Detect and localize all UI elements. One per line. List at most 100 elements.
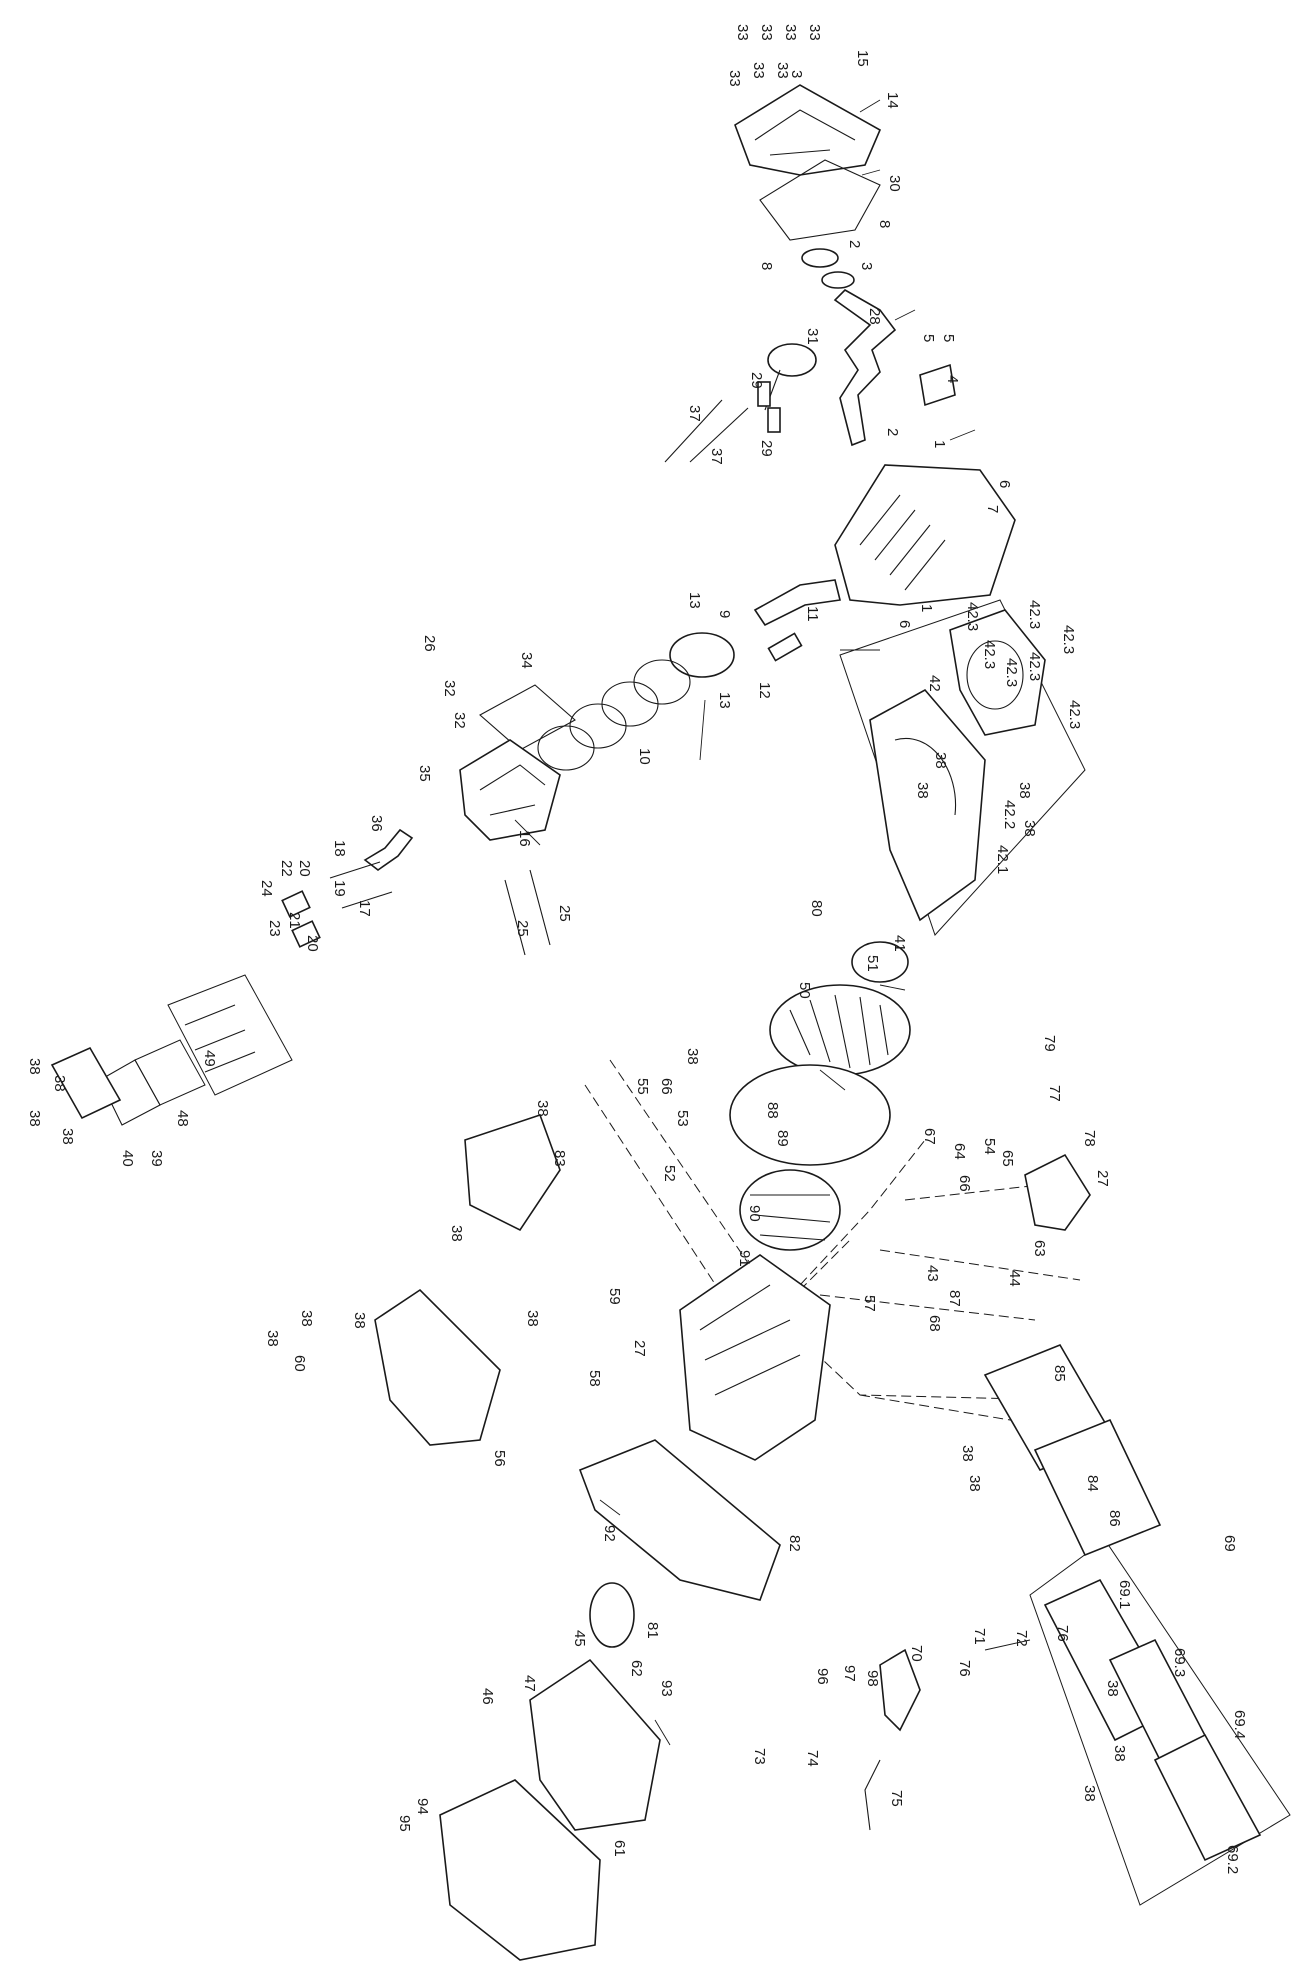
callout-label: 84 — [1084, 1475, 1101, 1492]
callout-label: 38 — [59, 1128, 76, 1145]
cam-gear — [767, 343, 817, 377]
callout-label: 88 — [764, 1102, 781, 1119]
callout-label: 96 — [814, 1668, 831, 1685]
callout-label: 79 — [1041, 1035, 1058, 1052]
callout-label: 38 — [932, 752, 949, 769]
leader-line — [654, 1719, 671, 1746]
side-shroud — [374, 1288, 501, 1446]
piston-ring-3 — [569, 703, 627, 749]
callout-label: 63 — [1031, 1240, 1048, 1257]
callout-label: 29 — [758, 440, 775, 457]
callout-label: 49 — [201, 1050, 218, 1067]
flywheel-fan-blades — [789, 994, 889, 1069]
callout-label: 42.3 — [1003, 658, 1020, 687]
callout-label: 1 — [931, 440, 948, 448]
leader-line — [861, 169, 881, 176]
callout-label: 46 — [479, 1688, 496, 1705]
callout-label: 11 — [804, 606, 821, 622]
piston-ring-1 — [633, 659, 691, 705]
assembly-line-8 — [904, 1184, 1041, 1201]
callout-label: 41 — [891, 935, 908, 952]
callout-label: 2 — [846, 240, 863, 248]
callout-label: 89 — [774, 1130, 791, 1147]
callout-label: 33 — [782, 24, 799, 41]
group-box-48 — [134, 1039, 206, 1106]
callout-label: 10 — [636, 748, 653, 765]
callout-label: 53 — [674, 1110, 691, 1127]
crankcase-cover-detail — [754, 109, 856, 156]
callout-label: 2 — [884, 428, 901, 436]
callout-label: 95 — [396, 1815, 413, 1832]
callout-label: 38 — [26, 1110, 43, 1127]
callout-label: 77 — [1046, 1085, 1063, 1102]
flywheel — [729, 1064, 891, 1166]
assembly-line-5 — [819, 1294, 1036, 1321]
governor — [919, 363, 956, 407]
callout-label: 3 — [788, 70, 805, 78]
callout-label: 5 — [920, 334, 937, 342]
callout-label: 25 — [514, 920, 531, 937]
callout-label: 44 — [1006, 1270, 1023, 1287]
callout-label: 73 — [751, 1748, 768, 1765]
blower-housing — [464, 1113, 561, 1232]
leader-line — [599, 1499, 621, 1516]
callout-label: 38 — [1111, 1745, 1128, 1762]
callout-label: 26 — [421, 635, 438, 652]
callout-label: 23 — [266, 920, 283, 937]
callout-label: 16 — [516, 830, 533, 847]
muffler-heat-shield — [439, 1779, 601, 1961]
leader-line — [699, 699, 706, 761]
callout-label: 82 — [786, 1535, 803, 1552]
callout-label: 54 — [981, 1138, 998, 1155]
callout-label: 81 — [644, 1622, 661, 1639]
assembly-line-6 — [859, 1394, 1041, 1426]
callout-label: 62 — [628, 1660, 645, 1677]
callout-label: 42.3 — [981, 640, 998, 669]
cover-gasket — [759, 159, 881, 241]
callout-label: 35 — [416, 765, 433, 782]
callout-label: 38 — [959, 1445, 976, 1462]
leader-line — [894, 309, 916, 321]
callout-label: 25 — [556, 905, 573, 922]
callout-label: 86 — [1106, 1510, 1123, 1527]
callout-label: 68 — [926, 1315, 943, 1332]
connecting-rod — [753, 579, 841, 627]
callout-label: 67 — [921, 1128, 938, 1145]
callout-label: 92 — [601, 1525, 618, 1542]
tappet-1 — [757, 381, 771, 407]
leader-line — [819, 1069, 846, 1091]
callout-label: 97 — [841, 1665, 858, 1682]
callout-label: 21 — [286, 912, 303, 929]
leader-line — [514, 819, 541, 846]
callout-label: 51 — [864, 955, 881, 972]
callout-label: 38 — [448, 1225, 465, 1242]
callout-label: 42.3 — [1060, 625, 1077, 654]
callout-label: 47 — [521, 1675, 538, 1692]
callout-label: 30 — [886, 175, 903, 192]
leader-lines — [514, 99, 1031, 1746]
callout-label: 42.2 — [1001, 800, 1018, 829]
callout-label: 64 — [951, 1143, 968, 1160]
head-bolt-2 — [529, 869, 551, 946]
leader-line — [984, 1639, 1031, 1651]
cylinder-head-detail — [479, 764, 546, 816]
throttle-lever — [879, 1648, 921, 1732]
callout-label: 38 — [264, 1330, 281, 1347]
recoil-starter-center — [966, 640, 1024, 710]
callout-label: 38 — [684, 1048, 701, 1065]
callout-label: 55 — [634, 1078, 651, 1095]
crankcase-fins — [859, 494, 946, 591]
leader-line — [949, 429, 976, 441]
callout-label: 66 — [658, 1078, 675, 1095]
callout-label: 37 — [708, 448, 725, 465]
callout-label: 20 — [304, 935, 321, 952]
callout-label: 98 — [864, 1670, 881, 1687]
callout-label: 69.4 — [1231, 1710, 1248, 1739]
push-rod-2 — [689, 407, 749, 463]
fuel-hose — [864, 1759, 881, 1831]
callout-label: 76 — [956, 1660, 973, 1677]
callout-label: 85 — [1051, 1365, 1068, 1382]
group-box-69 — [1029, 1539, 1291, 1906]
muffler — [529, 1658, 661, 1831]
callout-label: 61 — [611, 1840, 628, 1857]
